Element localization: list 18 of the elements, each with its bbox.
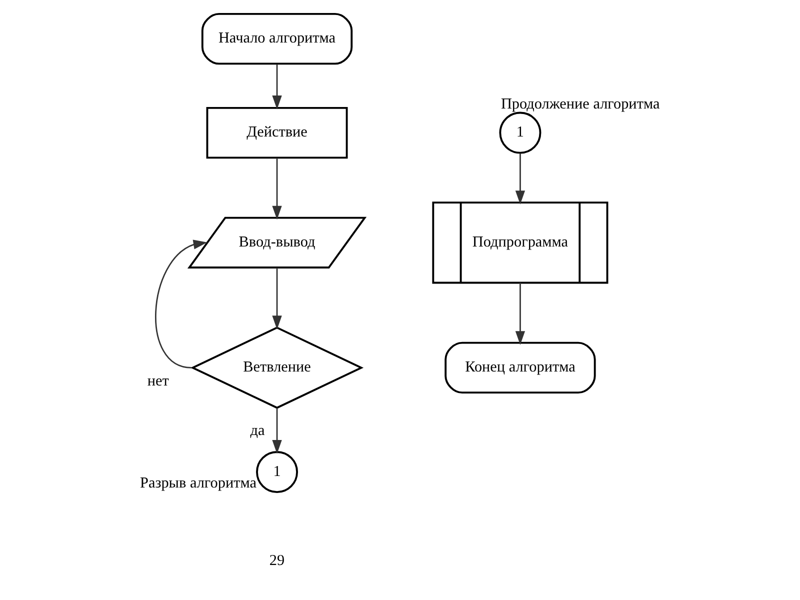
node-circle: 1: [499, 112, 542, 154]
arrow: [515, 153, 526, 204]
node-label: Разрыв алгоритма: [140, 474, 256, 492]
edge-label: да: [250, 422, 265, 440]
node-circle: 1: [256, 451, 298, 494]
node-label: Продолжение алгоритма: [500, 95, 660, 112]
arrow: [272, 408, 282, 454]
label: 29: [269, 552, 285, 570]
edge-label: нет: [147, 372, 169, 390]
node-box: Действие: [206, 106, 348, 159]
arrow: [272, 158, 282, 220]
node-box: Начало алгоритма: [201, 13, 353, 65]
node-diamond: Ветвление: [190, 326, 364, 409]
arrow: [155, 240, 208, 368]
arrow: [515, 282, 526, 345]
arrow: [272, 268, 282, 330]
node-box: Конец алгоритма: [444, 342, 596, 394]
arrow: [272, 64, 282, 110]
